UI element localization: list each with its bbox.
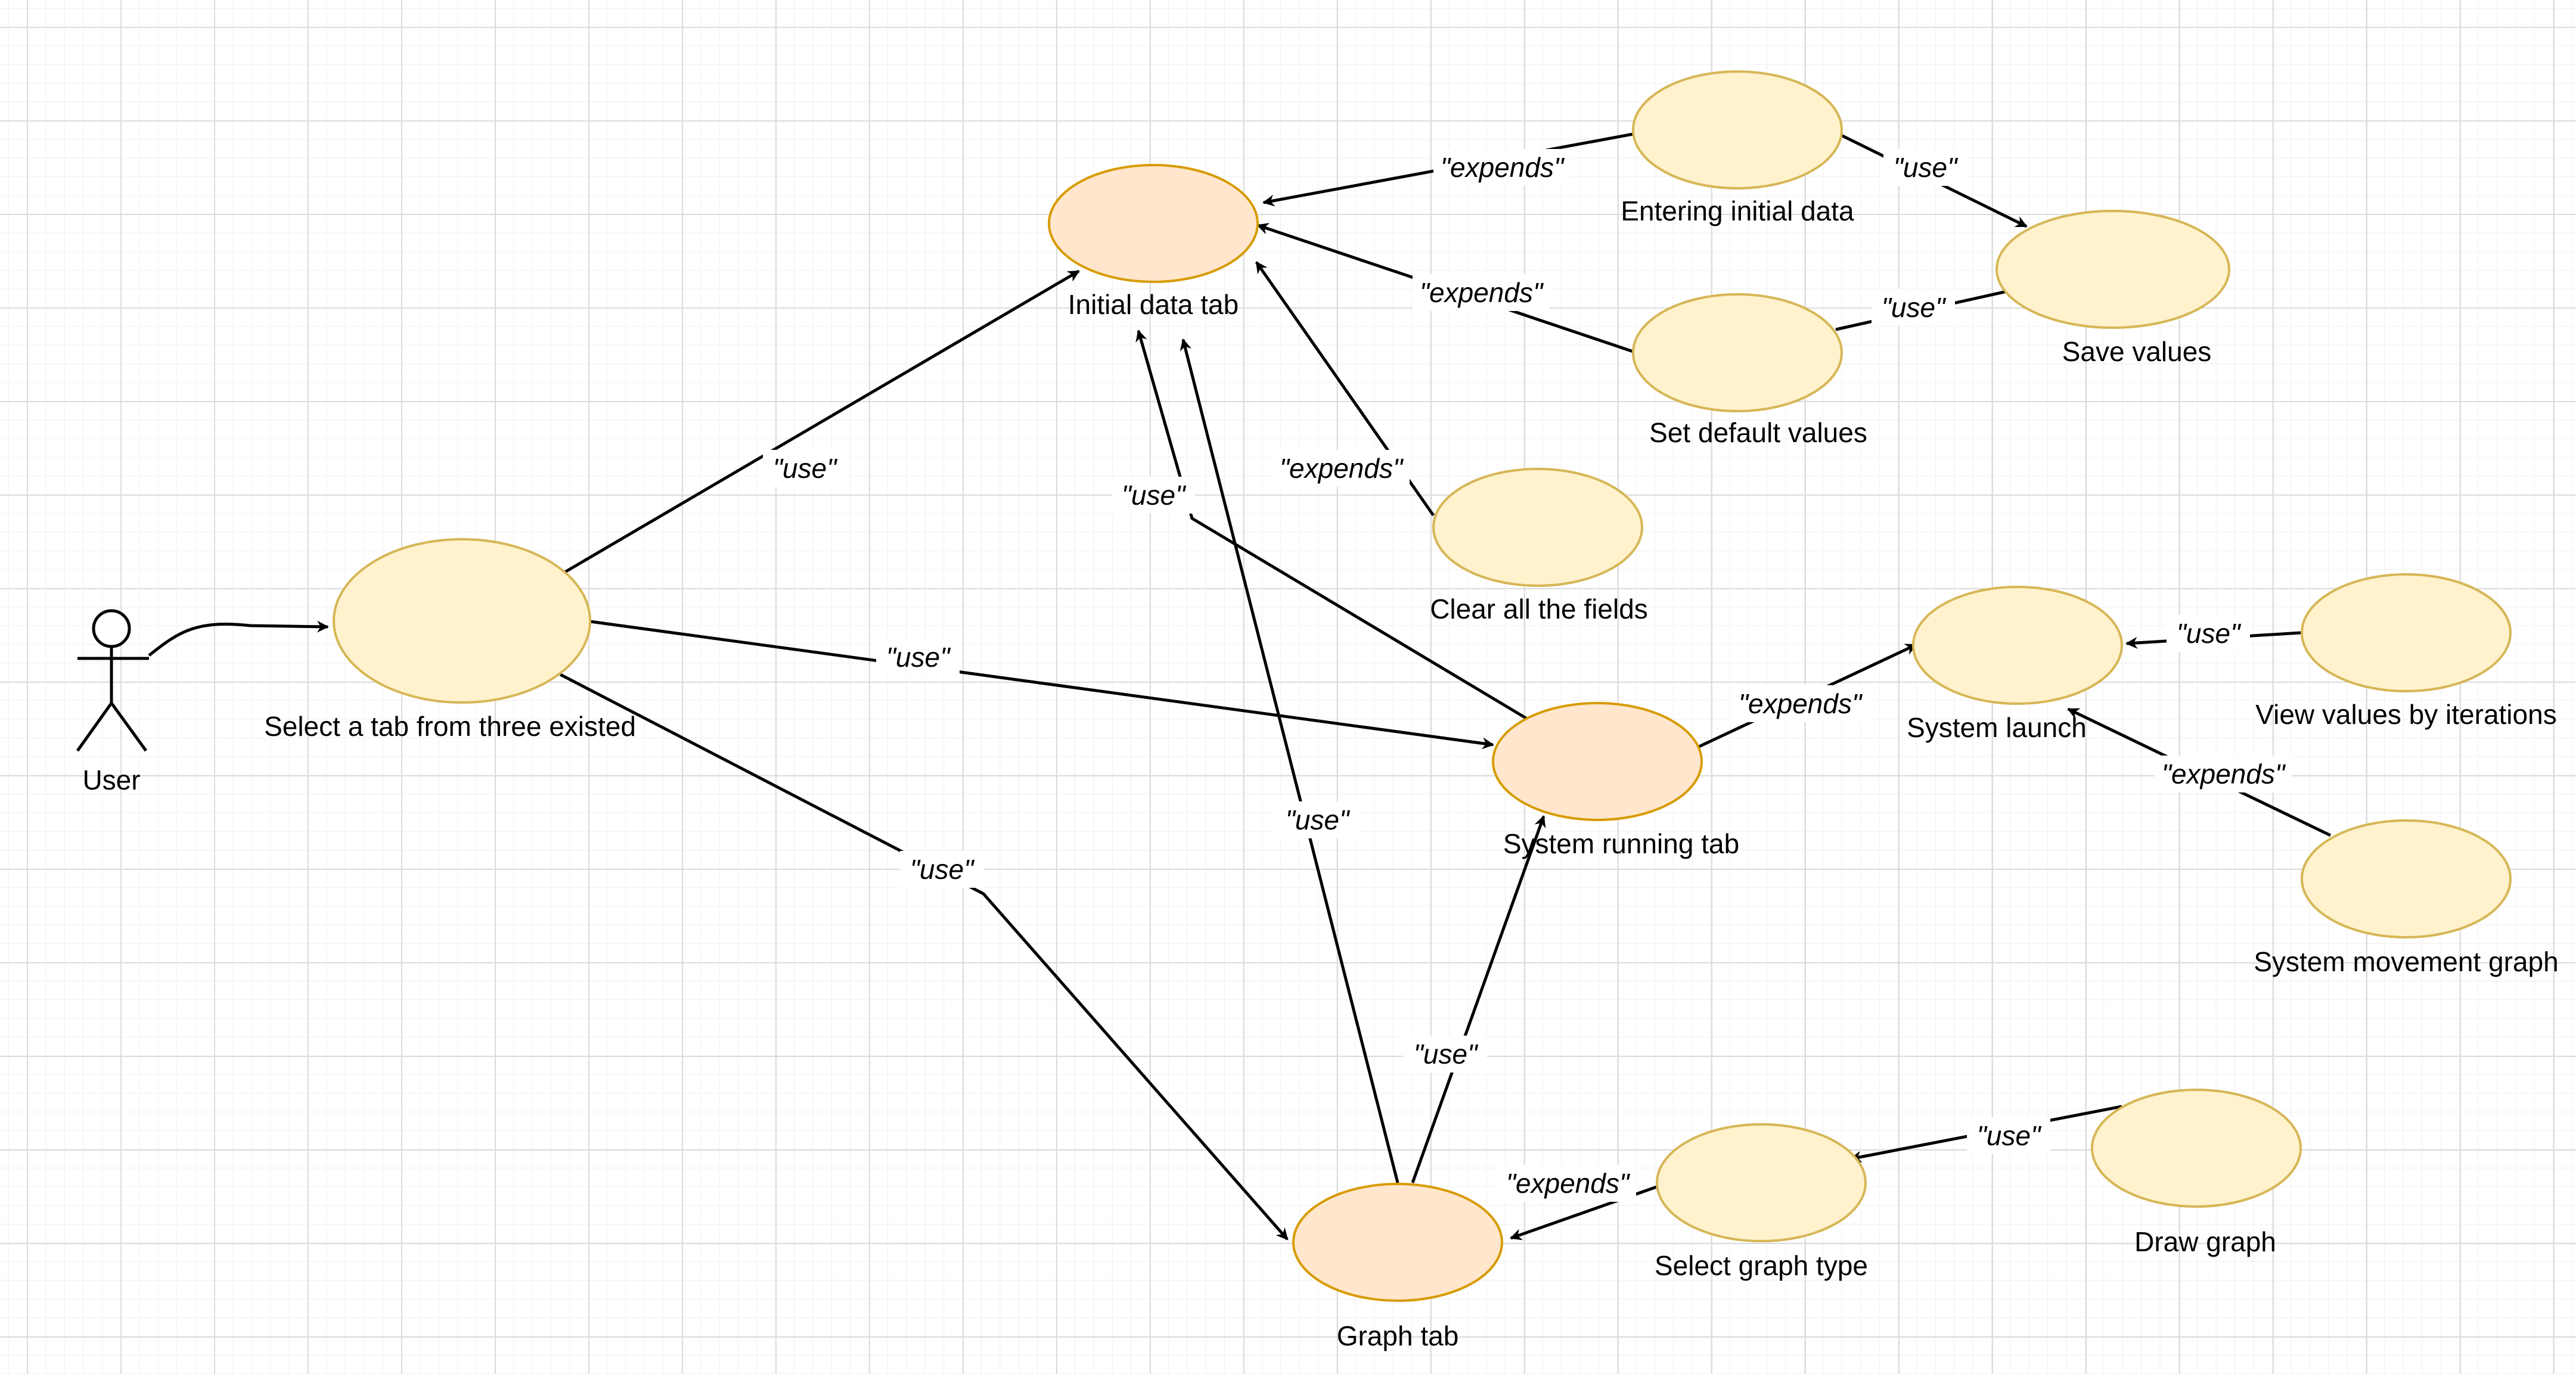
use-case-label: Clear all the fields bbox=[1430, 593, 1648, 624]
use-case-clear-all-fields[interactable]: Clear all the fields bbox=[1430, 468, 1648, 624]
label-use-draw-type: "use" bbox=[1977, 1120, 2042, 1151]
use-case-label: Initial data tab bbox=[1068, 289, 1239, 320]
use-case-system-movement-graph[interactable]: System movement graph bbox=[2254, 819, 2559, 977]
use-case-select-graph-type[interactable]: Select graph type bbox=[1655, 1123, 1868, 1281]
use-case-label: System movement graph bbox=[2254, 946, 2558, 977]
label-expends-launch: "expends" bbox=[1739, 688, 1863, 719]
label-expends-movement: "expends" bbox=[2162, 759, 2286, 789]
use-case-select-tab[interactable]: Select a tab from three existed bbox=[264, 538, 636, 742]
use-case-system-launch[interactable]: System launch bbox=[1907, 586, 2123, 743]
use-case-initial-data-tab[interactable]: Initial data tab bbox=[1048, 164, 1259, 320]
actor-left-leg bbox=[76, 702, 113, 752]
label-use-graph-initial: "use" bbox=[1286, 804, 1351, 835]
use-case-label: System running tab bbox=[1503, 828, 1739, 859]
actor-right-leg bbox=[110, 702, 148, 752]
label-expends-entering: "expends" bbox=[1441, 152, 1565, 183]
use-case-save-values[interactable]: Save values bbox=[1995, 210, 2230, 367]
label-use-select-graph: "use" bbox=[910, 854, 975, 885]
edge-graph-initial bbox=[1180, 338, 1399, 1183]
use-case-label: System launch bbox=[1907, 712, 2087, 743]
use-case-system-running-tab[interactable]: System running tab bbox=[1492, 702, 1739, 859]
use-case-label: View values by iterations bbox=[2255, 699, 2556, 730]
edge-select-graph bbox=[559, 673, 1289, 1241]
use-case-label: Save values bbox=[2062, 336, 2212, 367]
label-expends-default: "expends" bbox=[1420, 277, 1544, 308]
use-case-label: Select a tab from three existed bbox=[264, 711, 636, 742]
edge-graph-running bbox=[1411, 815, 1546, 1183]
label-use-select-running: "use" bbox=[886, 642, 951, 673]
use-case-draw-graph[interactable]: Draw graph bbox=[2091, 1089, 2302, 1257]
edge-running-initial bbox=[1135, 329, 1530, 722]
actor-label: User bbox=[82, 764, 140, 795]
edge-user-select bbox=[148, 620, 329, 657]
label-use-graph-running: "use" bbox=[1414, 1039, 1479, 1070]
edge-select-running bbox=[589, 620, 1494, 750]
actor-user[interactable]: User bbox=[76, 609, 149, 795]
label-use-entering-save: "use" bbox=[1894, 152, 1959, 183]
use-case-label: Set default values bbox=[1649, 417, 1867, 448]
actor-head bbox=[92, 609, 131, 648]
label-expends-type: "expends" bbox=[1506, 1168, 1631, 1199]
use-case-set-default-values[interactable]: Set default values bbox=[1632, 293, 1867, 448]
label-use-running-initial: "use" bbox=[1122, 480, 1187, 511]
label-use-view-launch: "use" bbox=[2177, 618, 2242, 649]
edge-select-initial bbox=[564, 269, 1080, 574]
edge-labels: "use" "use" "use" "expends" "expends" "e… bbox=[763, 149, 2292, 1202]
use-case-view-values-by-iterations[interactable]: View values by iterations bbox=[2255, 573, 2557, 730]
use-case-label: Graph tab bbox=[1337, 1320, 1459, 1351]
label-use-select-initial: "use" bbox=[773, 453, 838, 484]
use-case-label: Draw graph bbox=[2134, 1226, 2276, 1257]
use-case-label: Entering initial data bbox=[1621, 195, 1854, 226]
label-use-default-save: "use" bbox=[1882, 292, 1947, 323]
use-case-entering-initial-data[interactable]: Entering initial data bbox=[1621, 70, 1854, 226]
label-expends-clear: "expends" bbox=[1280, 453, 1404, 484]
use-case-label: Select graph type bbox=[1655, 1250, 1868, 1281]
use-case-graph-tab[interactable]: Graph tab bbox=[1292, 1183, 1503, 1351]
